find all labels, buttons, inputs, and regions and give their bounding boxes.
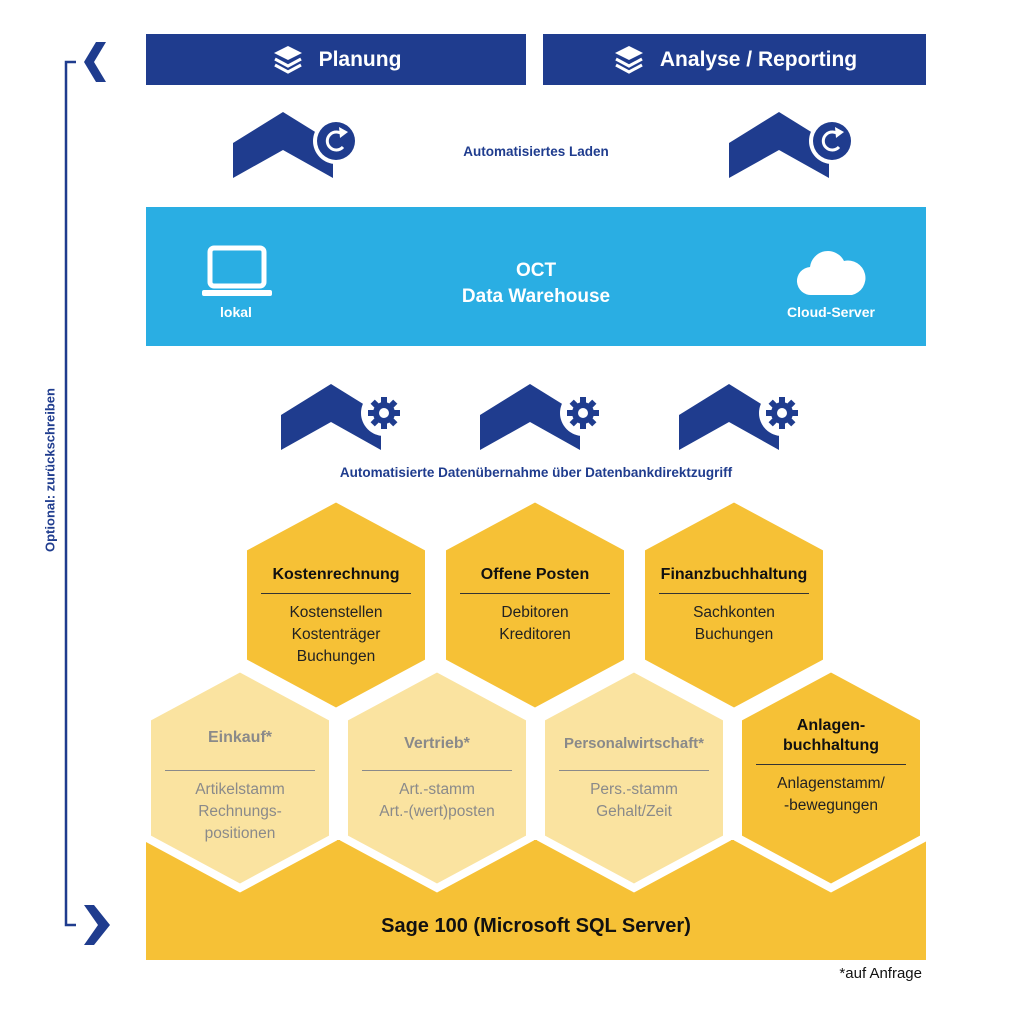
- module-item: positionen: [204, 825, 276, 842]
- divider: [559, 770, 709, 771]
- module-title: Einkauf*: [207, 729, 272, 746]
- module-personalwirtschaft: Personalwirtschaft* Pers.-stamm Gehalt/Z…: [559, 734, 709, 823]
- module-item: -bewegungen: [784, 797, 878, 814]
- refresh-icon: [325, 130, 345, 152]
- analyse-label: Analyse / Reporting: [659, 47, 858, 71]
- module-title-line2: buchhaltung: [783, 737, 879, 754]
- analyse-bar: Analyse / Reporting: [543, 34, 926, 85]
- gear-icon: [766, 397, 798, 429]
- footnote: *auf Anfrage: [839, 965, 922, 982]
- load-arrow-right: [729, 112, 855, 178]
- sage-base-label: Sage 100 (Microsoft SQL Server): [381, 915, 691, 937]
- layers-icon: [614, 45, 643, 74]
- module-title: Finanzbuchhaltung: [660, 566, 808, 583]
- load-caption: Automatisiertes Laden: [463, 144, 609, 159]
- module-vertrieb: Vertrieb* Art.-stamm Art.-(wert)posten: [362, 734, 512, 823]
- hex-vertrieb: [340, 663, 534, 893]
- module-item: Anlagenstamm/: [777, 775, 885, 792]
- divider: [261, 593, 411, 594]
- module-offene-posten: Offene Posten Debitoren Kreditoren: [460, 565, 610, 646]
- hex-personal: [537, 663, 731, 893]
- hex-anlagen: [734, 663, 928, 893]
- module-title: Personalwirtschaft*: [563, 735, 705, 752]
- hex-finanzbuchhaltung: [637, 493, 831, 717]
- module-item: Debitoren: [501, 604, 569, 621]
- divider: [165, 770, 315, 771]
- module-item: Rechnungs-: [198, 803, 282, 820]
- module-title: Kostenrechnung: [272, 566, 400, 583]
- module-item: Buchungen: [296, 648, 376, 665]
- load-arrow-left: [233, 112, 359, 178]
- transfer-arrow-2: [480, 384, 606, 450]
- refresh-icon: [821, 130, 841, 152]
- cloud-icon: [796, 251, 866, 296]
- transfer-arrow-3: [679, 384, 805, 450]
- module-item: Art.-stamm: [399, 781, 475, 798]
- cloud-label: Cloud-Server: [787, 304, 875, 320]
- module-item: Art.-(wert)posten: [379, 803, 495, 820]
- module-title: Anlagen- buchhaltung: [756, 716, 906, 756]
- warehouse-title-line1: OCT: [515, 260, 557, 281]
- planung-label: Planung: [318, 47, 402, 71]
- module-title: Vertrieb*: [404, 735, 470, 752]
- transfer-arrow-1: [281, 384, 407, 450]
- module-item: Kostenstellen: [289, 604, 383, 621]
- module-item: Kreditoren: [499, 626, 571, 643]
- module-kostenrechnung: Kostenrechnung Kostenstellen Kostenträge…: [261, 565, 411, 668]
- module-title: Offene Posten: [480, 566, 590, 583]
- divider: [659, 593, 809, 594]
- module-item: Buchungen: [694, 626, 774, 643]
- hex-offene-posten: [438, 493, 632, 717]
- divider: [460, 593, 610, 594]
- laptop-icon: [202, 245, 272, 296]
- module-finanzbuchhaltung: Finanzbuchhaltung Sachkonten Buchungen: [659, 565, 809, 646]
- layers-icon: [273, 45, 302, 74]
- module-title-line1: Anlagen-: [796, 717, 866, 734]
- module-item: Sachkonten: [693, 604, 775, 621]
- data-warehouse-band: lokal OCT Data Warehouse Cloud-Server: [146, 207, 926, 346]
- module-item: Pers.-stamm: [590, 781, 678, 798]
- module-item: Gehalt/Zeit: [596, 803, 672, 820]
- module-item: Kostenträger: [291, 626, 381, 643]
- divider: [362, 770, 512, 771]
- divider: [756, 764, 906, 765]
- gear-icon: [567, 397, 599, 429]
- chevron-right-icon: [84, 905, 110, 945]
- module-einkauf: Einkauf* Artikelstamm Rechnungs- positio…: [165, 728, 315, 845]
- gear-icon: [368, 397, 400, 429]
- hex-einkauf: [143, 663, 337, 893]
- module-item: Artikelstamm: [195, 781, 285, 798]
- chevron-left-icon: [84, 42, 106, 82]
- warehouse-title: OCT Data Warehouse: [146, 258, 926, 310]
- warehouse-title-line2: Data Warehouse: [461, 286, 611, 307]
- planung-bar: Planung: [146, 34, 526, 85]
- module-anlagenbuchhaltung: Anlagen- buchhaltung Anlagenstamm/ -bewe…: [756, 716, 906, 817]
- local-label: lokal: [220, 304, 252, 320]
- hex-kostenrechnung: [239, 493, 433, 717]
- transfer-caption: Automatisierte Datenübernahme über Daten…: [339, 465, 733, 480]
